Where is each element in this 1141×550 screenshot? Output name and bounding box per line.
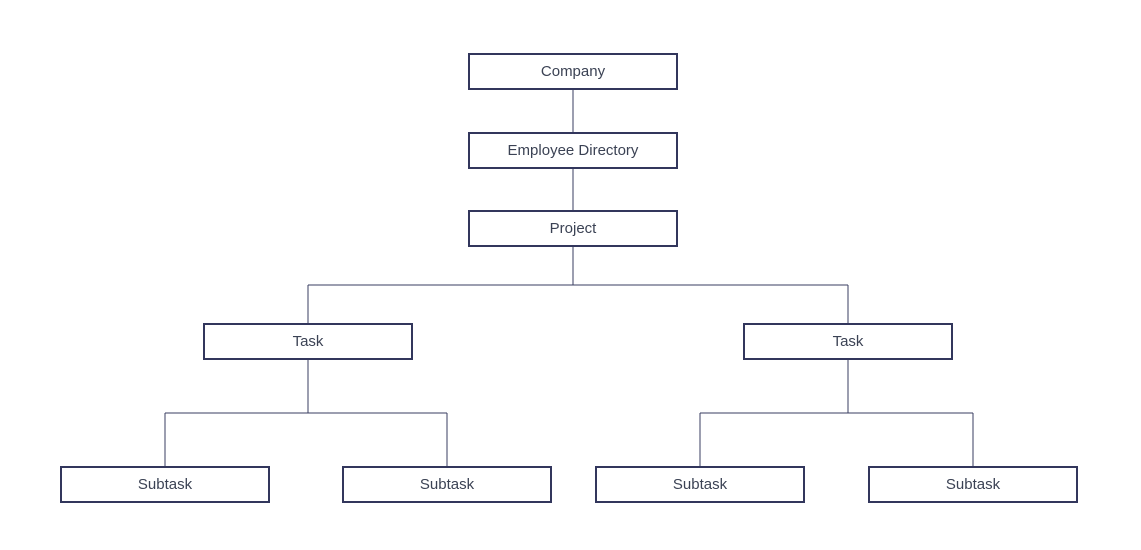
- node-employee-directory-label: Employee Directory: [507, 142, 639, 159]
- node-task-1-label: Task: [292, 333, 324, 350]
- node-task-2[interactable]: Task: [743, 323, 953, 360]
- node-employee-directory[interactable]: Employee Directory: [468, 132, 678, 169]
- node-subtask-1[interactable]: Subtask: [60, 466, 270, 503]
- node-project[interactable]: Project: [468, 210, 678, 247]
- node-subtask-3[interactable]: Subtask: [595, 466, 805, 503]
- connector-project-tasks: [307, 247, 849, 323]
- connector-task1-subtasks: [164, 360, 448, 466]
- node-subtask-1-label: Subtask: [137, 476, 193, 493]
- node-task-1[interactable]: Task: [203, 323, 413, 360]
- node-company[interactable]: Company: [468, 53, 678, 90]
- node-company-label: Company: [540, 63, 606, 80]
- connector-task2-subtasks: [699, 360, 974, 466]
- node-task-2-label: Task: [832, 333, 864, 350]
- node-project-label: Project: [549, 220, 597, 237]
- node-subtask-2-label: Subtask: [419, 476, 475, 493]
- node-subtask-3-label: Subtask: [672, 476, 728, 493]
- node-subtask-2[interactable]: Subtask: [342, 466, 552, 503]
- node-subtask-4[interactable]: Subtask: [868, 466, 1078, 503]
- node-subtask-4-label: Subtask: [945, 476, 1001, 493]
